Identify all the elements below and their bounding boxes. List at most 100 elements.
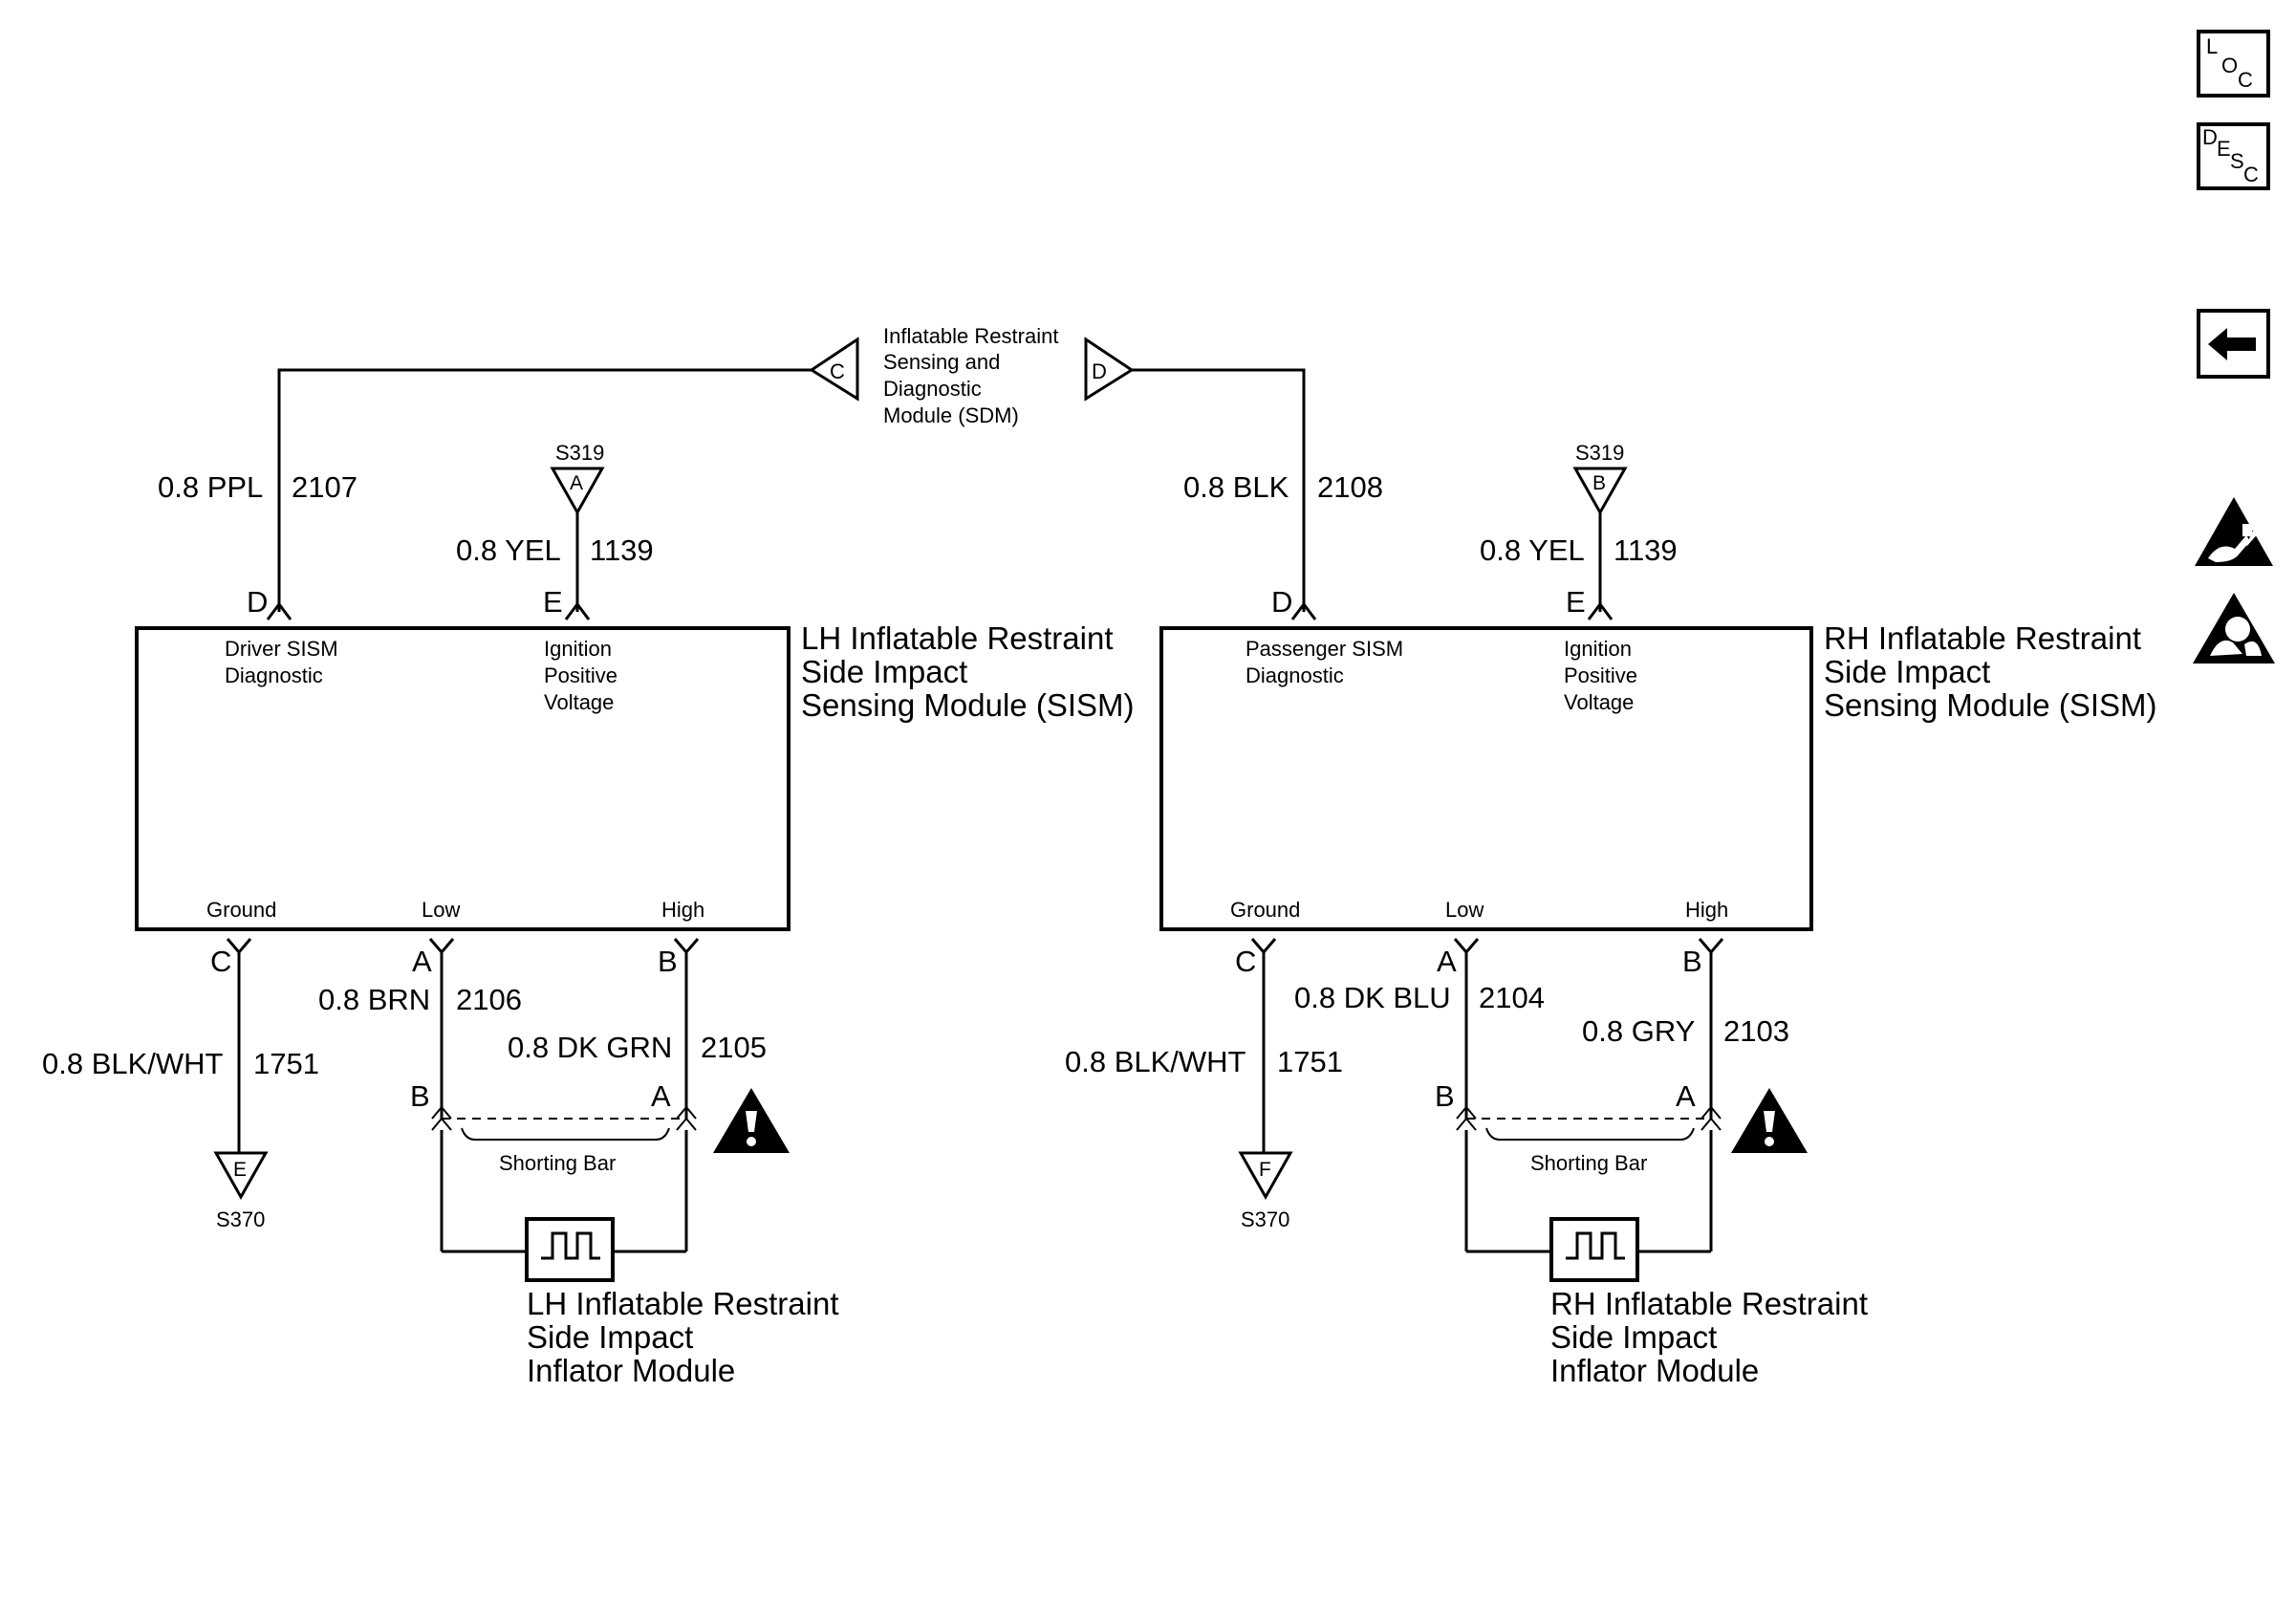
lh-high-label: High xyxy=(661,898,704,922)
sdm-pin-d-label: D xyxy=(1092,359,1107,383)
rh-sism-section: 0.8 BLK 2108 D S319 B 0.8 YEL 1139 E Pas… xyxy=(1065,441,2156,1388)
svg-text:Side Impact: Side Impact xyxy=(527,1319,693,1355)
rh-wire-yel-circuit: 1139 xyxy=(1614,533,1678,567)
desc-letter-e: E xyxy=(2217,137,2231,161)
lh-shorting-bar-label: Shorting Bar xyxy=(499,1151,616,1175)
lh-ign-label: Ignition xyxy=(544,637,612,661)
rh-splice-s319: S319 xyxy=(1575,441,1624,465)
rh-wire-high-color: 0.8 GRY xyxy=(1582,1014,1695,1048)
rh-low-label: Low xyxy=(1445,898,1484,922)
rh-wire-blkwht-color: 0.8 BLK/WHT xyxy=(1065,1045,1246,1078)
svg-text:Positive: Positive xyxy=(544,664,617,687)
lh-splice-s370-triangle xyxy=(213,1151,269,1201)
rh-wire-high-circuit: 2103 xyxy=(1723,1014,1789,1048)
svg-text:Diagnostic: Diagnostic xyxy=(883,377,982,401)
svg-text:Inflator Module: Inflator Module xyxy=(527,1353,735,1388)
lh-low-label: Low xyxy=(422,898,460,922)
rh-conn-b: B xyxy=(1435,1079,1455,1113)
rh-wire-blkwht-circuit: 1751 xyxy=(1277,1045,1343,1078)
rh-diag-label: Passenger SISM xyxy=(1245,637,1403,661)
rh-wire-low-color: 0.8 DK BLU xyxy=(1294,981,1451,1014)
lh-pin-a: A xyxy=(412,945,432,978)
back-arrow-icon xyxy=(2208,328,2256,360)
lh-conn-a: A xyxy=(651,1079,671,1113)
svg-text:Side Impact: Side Impact xyxy=(1824,654,1990,689)
back-button[interactable] xyxy=(2197,309,2270,379)
desc-letter-c: C xyxy=(2243,163,2259,186)
rh-conn-a: A xyxy=(1676,1079,1696,1113)
rh-inflator-module-icon xyxy=(1549,1217,1639,1282)
lh-pin-c: C xyxy=(210,945,231,978)
svg-text:Diagnostic: Diagnostic xyxy=(1245,664,1344,687)
rh-ign-label: Ignition xyxy=(1564,637,1632,661)
svg-text:RH Inflatable Restraint: RH Inflatable Restraint xyxy=(1550,1286,1868,1321)
rh-splice-s370-pin: F xyxy=(1259,1159,1271,1181)
lh-pin-b: B xyxy=(658,945,678,978)
loc-letter-c: C xyxy=(2238,68,2253,92)
lh-wire-ppl-color: 0.8 PPL xyxy=(158,470,263,504)
lh-splice-s370-pin: E xyxy=(233,1159,247,1181)
lh-splice-s319-pin: A xyxy=(570,472,583,494)
rh-splice-s370-triangle xyxy=(1238,1151,1293,1201)
rh-wire-blk-color: 0.8 BLK xyxy=(1183,470,1289,504)
svg-text:Diagnostic: Diagnostic xyxy=(225,664,323,687)
sdm-pin-c-label: C xyxy=(830,359,845,383)
lh-wire-low-color: 0.8 BRN xyxy=(318,983,430,1016)
lh-wire-high-color: 0.8 DK GRN xyxy=(508,1031,672,1064)
lh-caution-icon xyxy=(713,1088,790,1153)
desc-tab[interactable]: D E S C xyxy=(2197,122,2270,190)
svg-text:Voltage: Voltage xyxy=(1564,690,1634,714)
lh-inflator-module-icon xyxy=(525,1217,615,1282)
rh-sism-title: RH Inflatable Restraint Side Impact Sens… xyxy=(1824,620,2156,723)
rh-pin-e: E xyxy=(1566,585,1586,619)
lh-wire-blkwht-circuit: 1751 xyxy=(253,1047,319,1080)
airbag-service-icon[interactable] xyxy=(2193,593,2275,664)
rh-sism-box xyxy=(1159,626,1813,931)
rh-high-label: High xyxy=(1685,898,1728,922)
lh-wire-yel-color: 0.8 YEL xyxy=(456,533,561,567)
rh-pin-a: A xyxy=(1437,945,1457,978)
desc-letter-d: D xyxy=(2202,125,2218,149)
rh-shorting-bar-label: Shorting Bar xyxy=(1530,1151,1647,1175)
svg-text:Voltage: Voltage xyxy=(544,690,614,714)
loc-letter-l: L xyxy=(2206,34,2218,58)
lh-pin-d: D xyxy=(247,585,268,619)
svg-text:LH Inflatable Restraint: LH Inflatable Restraint xyxy=(527,1286,839,1321)
rh-wire-blk-circuit: 2108 xyxy=(1317,470,1383,504)
lh-sism-section: 0.8 PPL 2107 D S319 A 0.8 YEL 1139 E Dri… xyxy=(42,441,1134,1388)
svg-text:LH Inflatable Restraint: LH Inflatable Restraint xyxy=(801,620,1114,656)
sdm-connection: C D Inflatable Restraint Sensing and Dia… xyxy=(277,324,1306,612)
rh-wire-low-circuit: 2104 xyxy=(1479,981,1545,1014)
rh-inflator-label: RH Inflatable Restraint Side Impact Infl… xyxy=(1550,1286,1868,1388)
lh-ground-label: Ground xyxy=(206,898,276,922)
svg-text:Sensing Module (SISM): Sensing Module (SISM) xyxy=(1824,687,2156,723)
lh-diag-label: Driver SISM xyxy=(225,637,338,661)
svg-text:Module (SDM): Module (SDM) xyxy=(883,403,1019,427)
lh-sism-title: LH Inflatable Restraint Side Impact Sens… xyxy=(801,620,1134,723)
loc-tab[interactable]: L O C xyxy=(2197,30,2270,98)
lh-conn-b: B xyxy=(410,1079,430,1113)
sdm-pin-d-connector xyxy=(1084,337,1135,402)
esd-warning-icon[interactable] xyxy=(2195,497,2273,566)
lh-inflator-label: LH Inflatable Restraint Side Impact Infl… xyxy=(527,1286,839,1388)
svg-text:Sensing and: Sensing and xyxy=(883,350,1000,374)
rh-splice-s370: S370 xyxy=(1241,1208,1289,1231)
sdm-label: Inflatable Restraint Sensing and Diagnos… xyxy=(883,324,1058,427)
sdm-pin-c-connector xyxy=(809,337,859,402)
lh-pin-e: E xyxy=(543,585,563,619)
svg-text:Positive: Positive xyxy=(1564,664,1637,687)
lh-wire-blkwht-color: 0.8 BLK/WHT xyxy=(42,1047,224,1080)
lh-wire-ppl-circuit: 2107 xyxy=(292,470,357,504)
lh-sism-box xyxy=(135,626,791,931)
svg-text:Side Impact: Side Impact xyxy=(1550,1319,1717,1355)
svg-text:Sensing Module (SISM): Sensing Module (SISM) xyxy=(801,687,1134,723)
rh-ground-label: Ground xyxy=(1230,898,1300,922)
lh-wire-yel-circuit: 1139 xyxy=(590,533,654,567)
svg-text:Side Impact: Side Impact xyxy=(801,654,967,689)
svg-text:RH Inflatable Restraint: RH Inflatable Restraint xyxy=(1824,620,2141,656)
lh-splice-s370: S370 xyxy=(216,1208,265,1231)
svg-text:Inflatable Restraint: Inflatable Restraint xyxy=(883,324,1058,348)
rh-splice-s319-triangle xyxy=(1572,467,1628,516)
rh-splice-s319-pin: B xyxy=(1592,472,1606,494)
